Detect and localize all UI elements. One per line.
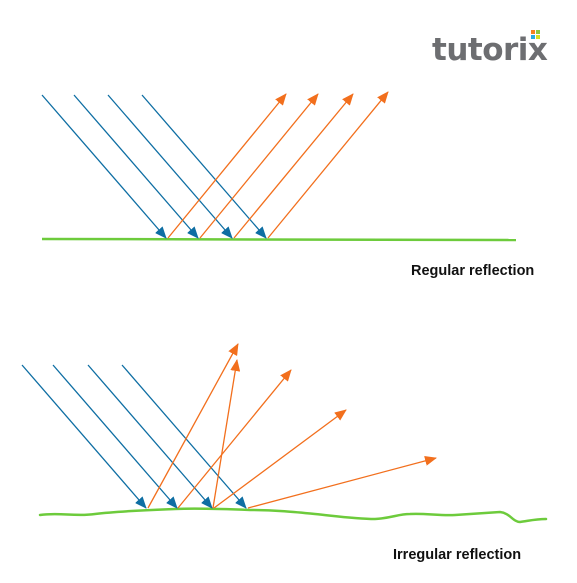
regular-incident-ray-2 (73, 94, 199, 239)
logo-dot-blue (531, 35, 535, 39)
irregular-reflected-ray-3 (177, 369, 292, 509)
regular-surface (41, 237, 517, 242)
irregular-reflection-label: Irregular reflection (393, 547, 522, 563)
irregular-reflected-ray-5 (247, 455, 437, 509)
logo-dot-yellow (536, 35, 540, 39)
irregular-surface (38, 507, 548, 524)
irregular-reflection-group (21, 343, 548, 524)
logo-dot-orange (531, 30, 535, 34)
regular-incident-ray-3 (107, 94, 233, 239)
irregular-incident-ray-4 (121, 364, 247, 509)
regular-incident-ray-4 (141, 94, 267, 239)
regular-reflection-label: Regular reflection (411, 263, 535, 279)
irregular-reflected-ray-1 (147, 343, 239, 509)
regular-incident-ray-1 (41, 94, 167, 239)
irregular-incident-ray-1 (21, 364, 147, 509)
logo-dot-green (536, 30, 540, 34)
regular-reflected-ray-4 (267, 91, 389, 239)
tutorix-logo: tutorix (432, 30, 552, 70)
logo-text: tutorix (432, 32, 548, 68)
irregular-reflected-ray-2 (212, 359, 241, 509)
regular-reflected-ray-2 (199, 93, 319, 239)
irregular-incident-ray-2 (52, 364, 178, 509)
regular-reflected-ray-1 (167, 93, 287, 239)
regular-reflected-ray-3 (233, 93, 354, 239)
irregular-incident-ray-3 (87, 364, 213, 509)
irregular-reflected-ray-4 (213, 409, 347, 509)
regular-reflection-group (41, 91, 517, 242)
